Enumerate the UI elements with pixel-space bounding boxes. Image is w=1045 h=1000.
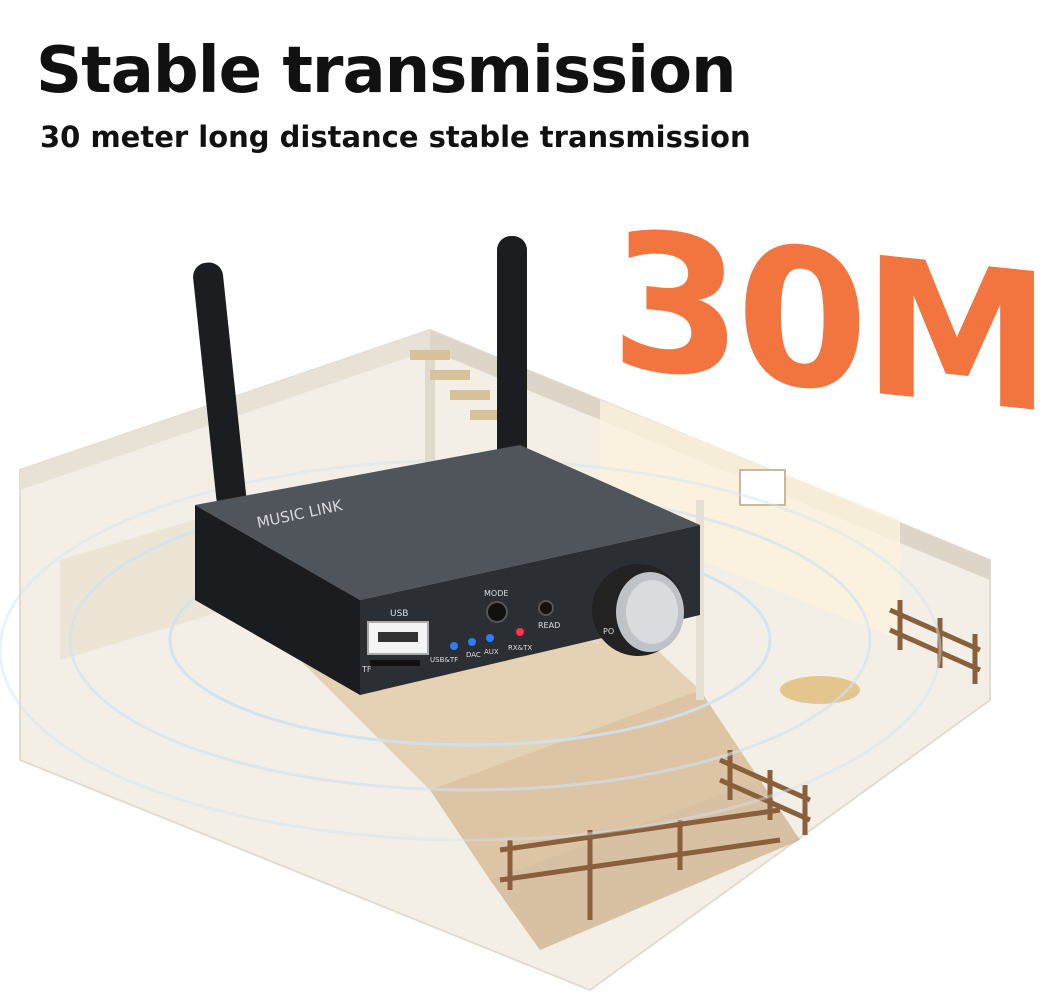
- bluetooth-receiver-device: [193, 236, 700, 695]
- house-scene: MUSIC LINK USB TF MODE READ PO USB&TF DA…: [0, 236, 991, 992]
- headline: Stable transmission: [36, 34, 737, 108]
- distance-badge: 30M: [610, 189, 1045, 456]
- read-button-label: READ: [538, 621, 560, 630]
- led-label-dac: DAC: [466, 651, 481, 659]
- mode-button-label: MODE: [484, 589, 508, 598]
- led-label-rx-tx: RX&TX: [508, 644, 532, 652]
- right-antenna: [497, 236, 527, 466]
- left-antenna: [193, 262, 247, 512]
- led-label-aux: AUX: [484, 648, 499, 656]
- usb-port-label: USB: [390, 609, 408, 619]
- subheadline: 30 meter long distance stable transmissi…: [40, 120, 751, 154]
- power-label: PO: [603, 627, 614, 636]
- tf-slot-label: TF: [361, 665, 372, 674]
- led-label-usb-tf: USB&TF: [430, 656, 458, 664]
